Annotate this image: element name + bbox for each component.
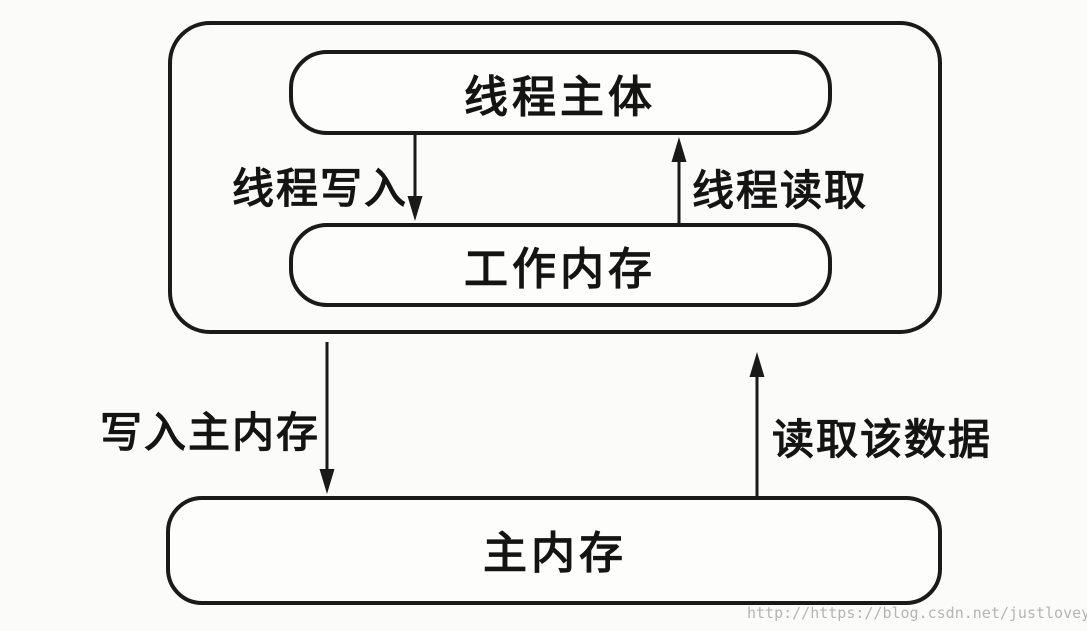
thread-container-box [168,21,942,334]
read-data-arrow-head [749,352,765,377]
write-main-memory-arrow-head [319,469,335,494]
working-memory-label: 工作内存 [464,244,656,295]
write-main-memory-label: 写入主内存 [100,408,320,457]
thread-body-label: 线程主体 [464,72,656,123]
thread-write-label: 线程写入 [232,164,408,213]
thread-body-node [289,50,832,135]
thread-write-arrow-head [407,196,423,221]
thread-read-label: 线程读取 [692,166,868,215]
read-data-label: 读取该数据 [772,415,992,464]
working-memory-node [289,223,832,307]
main-memory-label: 主内存 [483,528,627,579]
watermark-url: http://https://blog.csdn.net/justloveyou… [747,604,1087,622]
thread-read-arrow-head [671,137,687,162]
main-memory-node [166,496,942,605]
